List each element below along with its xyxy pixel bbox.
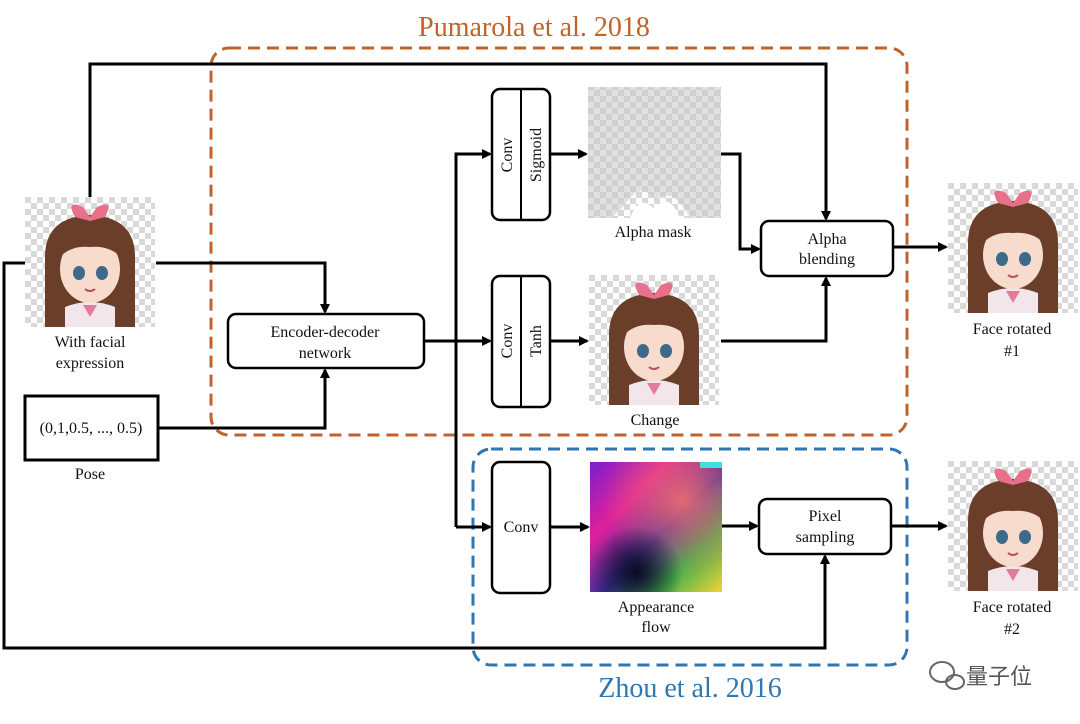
- wechat-icon: [929, 661, 955, 683]
- pumarola-title: Pumarola et al. 2018: [418, 12, 650, 43]
- conv-tanh-tanh-label: Tanh: [528, 325, 545, 357]
- zhou-group-box: [471, 447, 909, 667]
- zhou-title: Zhou et al. 2016: [598, 673, 782, 704]
- pixel-sampling-label-line1: Pixel: [809, 508, 842, 525]
- conv-node-label: Conv: [504, 519, 539, 536]
- conv-sigmoid-sigmoid-label: Sigmoid: [528, 128, 545, 182]
- conv-sigmoid-conv-label: Conv: [499, 138, 516, 173]
- output-1-label-line1: Face rotated: [973, 321, 1052, 338]
- alpha-blending-label-line1: Alpha: [807, 231, 846, 248]
- appearance-flow-label-line1: Appearance: [618, 599, 694, 616]
- encoder-decoder-label-line2: network: [299, 345, 351, 362]
- output-face-2-image: [947, 460, 1079, 592]
- alpha-mask-image: [588, 87, 721, 218]
- alpha-blending-label-line2: blending: [799, 251, 855, 268]
- appearance-flow-image: [590, 462, 722, 592]
- pose-vector-box: [23, 394, 160, 462]
- edge-input-to-encoder: [156, 261, 330, 314]
- watermark-logo: 量子位: [929, 661, 1032, 690]
- watermark-text: 量子位: [966, 665, 1032, 690]
- pose-vector-text: (0,1,0.5, ..., 0.5): [40, 420, 143, 437]
- input-face-image: [24, 196, 156, 328]
- output-1-label-line2: #1: [1004, 343, 1020, 360]
- conv-tanh-conv-label: Conv: [499, 324, 516, 359]
- input-image-label-line2: expression: [56, 355, 124, 372]
- edge-input-to-alpha-blending: [88, 62, 831, 221]
- connectors: [2, 62, 948, 650]
- edge-input-to-pixel-sampling: [2, 261, 830, 650]
- edge-to-conv-sigmoid: [454, 149, 492, 527]
- encoder-decoder-label-line1: Encoder-decoder: [271, 324, 381, 341]
- output-2-label-line1: Face rotated: [973, 599, 1052, 616]
- change-image: [588, 274, 720, 406]
- edge-pose-to-encoder: [158, 368, 330, 430]
- edge-change-to-alpha-blending: [721, 276, 831, 343]
- pose-label: Pose: [75, 466, 105, 483]
- alpha-mask-label: Alpha mask: [615, 224, 692, 241]
- appearance-flow-label-line2: flow: [641, 619, 671, 636]
- edge-mask-to-alpha-blending: [721, 152, 761, 254]
- output-face-1-image: [947, 182, 1079, 314]
- input-image-label-line1: With facial: [55, 334, 126, 351]
- change-label: Change: [631, 412, 680, 429]
- pixel-sampling-label-line2: sampling: [796, 529, 855, 546]
- pumarola-group-box: [209, 46, 909, 437]
- output-2-label-line2: #2: [1004, 621, 1020, 638]
